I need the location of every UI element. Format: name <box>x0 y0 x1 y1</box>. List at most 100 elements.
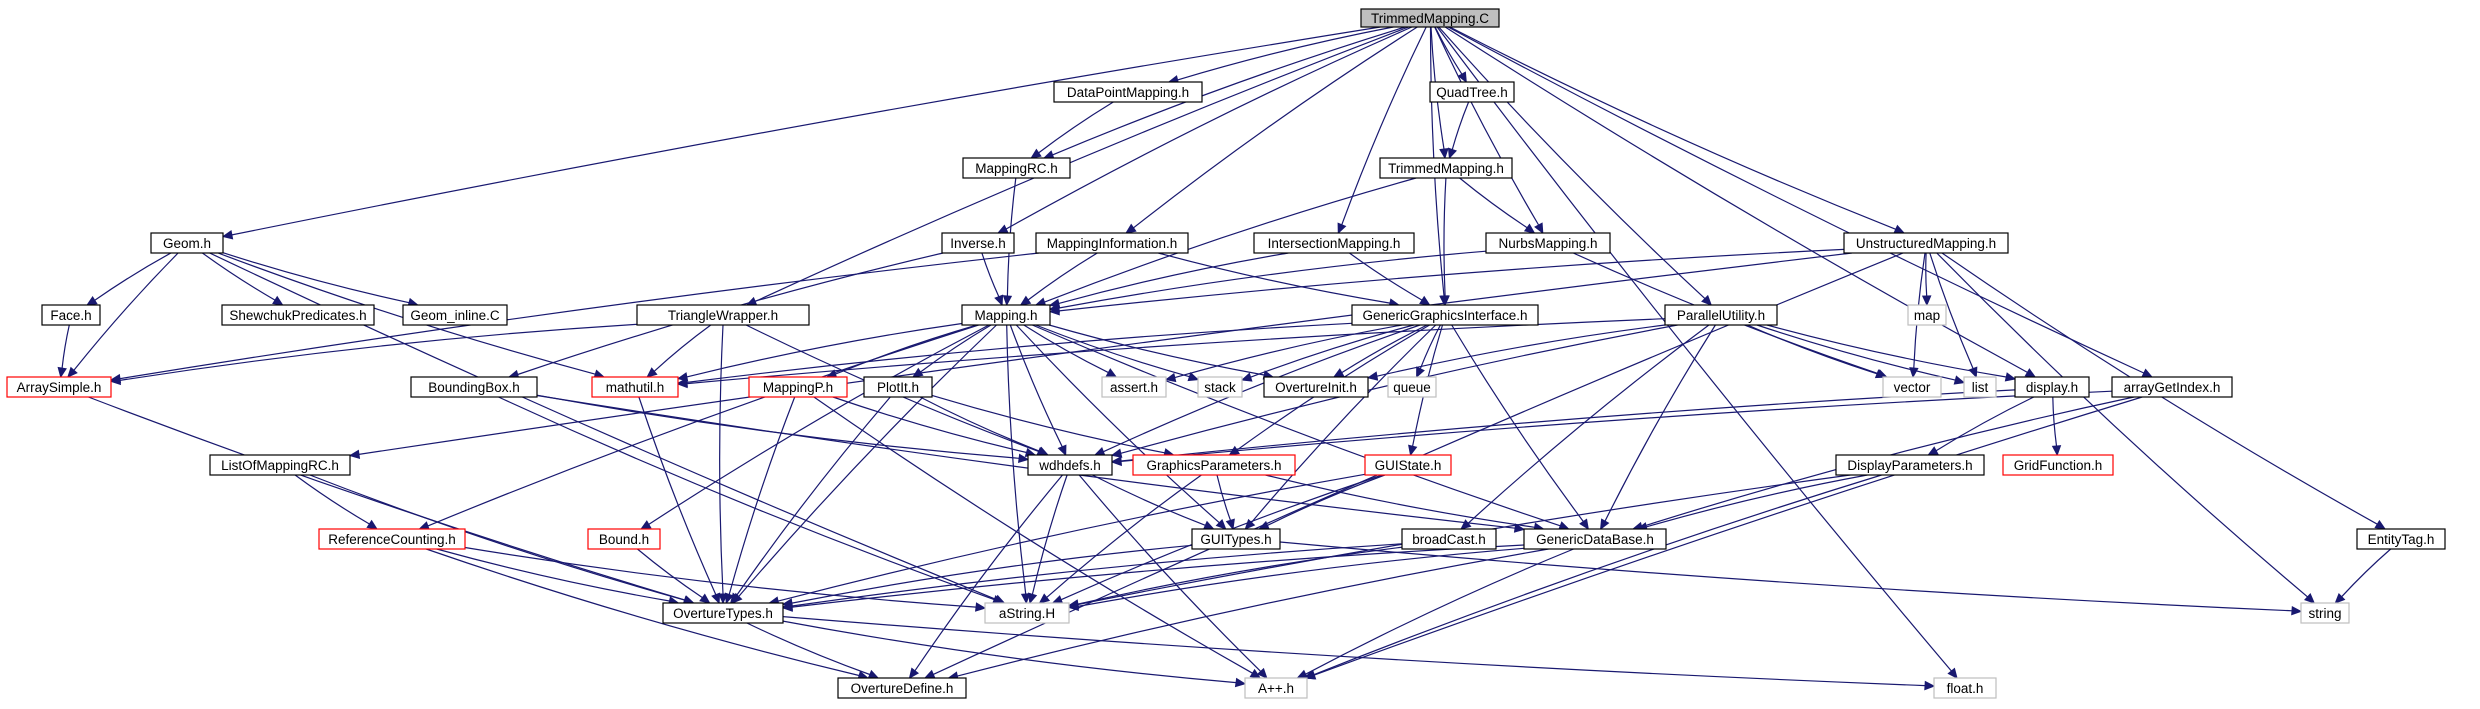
edge-mapping_h-to-referencecounting_h <box>418 324 979 531</box>
node-gridfunction-h[interactable]: GridFunction.h <box>2002 454 2114 476</box>
node-mappinginformation-h[interactable]: MappingInformation.h <box>1035 232 1189 254</box>
node-label: ShewchukPredicates.h <box>229 308 366 323</box>
node-label: GridFunction.h <box>2014 458 2103 473</box>
node-mappingrc-h[interactable]: MappingRC.h <box>962 157 1071 179</box>
node-trianglewrapper-h[interactable]: TriangleWrapper.h <box>636 304 810 326</box>
node-nurbsmapping-h[interactable]: NurbsMapping.h <box>1485 232 1611 254</box>
edge-mapping_h-to-bound_h <box>640 324 990 530</box>
node-label: DataPointMapping.h <box>1067 85 1189 100</box>
node-label: NurbsMapping.h <box>1498 236 1597 251</box>
edge-ggi_h-to-guitypes_h <box>1244 324 1437 530</box>
edge-guitypes_h-to-string <box>1279 541 2303 616</box>
node-label: MappingInformation.h <box>1047 236 1178 251</box>
node-queue: queue <box>1387 376 1437 398</box>
node-label: TrimmedMapping.C <box>1371 11 1489 26</box>
node-entitytag-h[interactable]: EntityTag.h <box>2356 528 2446 550</box>
node-label: ListOfMappingRC.h <box>221 458 339 473</box>
edge-arraygetindex_h-to-wdhdefs_h <box>1110 390 2113 467</box>
node-shewchuk-h[interactable]: ShewchukPredicates.h <box>221 304 375 326</box>
node-broadcast-h[interactable]: broadCast.h <box>1401 528 1497 550</box>
node-label: QuadTree.h <box>1436 85 1508 100</box>
node-label: Inverse.h <box>950 236 1006 251</box>
node-wdhdefs-h[interactable]: wdhdefs.h <box>1027 454 1113 476</box>
node-label: BoundingBox.h <box>428 380 520 395</box>
node-referencecounting-h[interactable]: ReferenceCounting.h <box>318 528 466 550</box>
node-overturedefine-h[interactable]: OvertureDefine.h <box>837 677 967 699</box>
node-genericdatabase-h[interactable]: GenericDataBase.h <box>1523 528 1667 550</box>
node-label: wdhdefs.h <box>1038 458 1101 473</box>
node-intersectionmapping-h[interactable]: IntersectionMapping.h <box>1253 232 1415 254</box>
node-trimmed-c[interactable]: TrimmedMapping.C <box>1360 8 1500 28</box>
edge-overturetypes_h-to-float_h <box>782 616 1936 691</box>
node-boundingbox-h[interactable]: BoundingBox.h <box>410 376 538 398</box>
node-bound-h[interactable]: Bound.h <box>587 528 661 550</box>
edge-unstructuredmapping_h-to-string <box>1936 252 2316 604</box>
node-label: assert.h <box>1110 380 1158 395</box>
edge-trimmed_c-to-nurbsmapping_h <box>1434 26 1544 235</box>
edge-graphicsparameters_h-to-genericdatabase_h <box>1265 474 1545 532</box>
node-overturetypes-h[interactable]: OvertureTypes.h <box>662 602 784 624</box>
node-graphicsparameters-h[interactable]: GraphicsParameters.h <box>1132 454 1296 476</box>
node-label: GenericDataBase.h <box>1536 532 1654 547</box>
node-trimmedmapping-h[interactable]: TrimmedMapping.h <box>1379 157 1513 179</box>
node-arraysimple-h[interactable]: ArraySimple.h <box>6 376 112 398</box>
edge-referencecounting_h-to-overturetypes_h <box>436 548 680 606</box>
edge-geom_h-to-geom_inline_c <box>222 252 419 308</box>
edge-mathutil_h-to-overturetypes_h <box>638 396 721 605</box>
edge-displayparameters_h-to-appp_h <box>1303 474 1882 680</box>
node-geom-h[interactable]: Geom.h <box>150 232 224 254</box>
edge-trimmed_c-to-geom_h <box>221 26 1381 240</box>
node-geom-inline-c[interactable]: Geom_inline.C <box>402 304 508 326</box>
node-guistate-h[interactable]: GUIState.h <box>1364 454 1452 476</box>
edge-unstructuredmapping_h-to-listofmappingrc_h <box>348 252 1852 459</box>
node-plotit-h[interactable]: PlotIt.h <box>863 376 933 398</box>
node-label: MappingP.h <box>763 380 833 395</box>
edge-ggi_h-to-queue <box>1416 324 1441 379</box>
node-label: aString.H <box>999 606 1055 621</box>
node-label: stack <box>1204 380 1236 395</box>
node-listofmappingrc-h[interactable]: ListOfMappingRC.h <box>209 454 351 476</box>
edge-ggi_h-to-stack <box>1240 324 1414 382</box>
edge-trimmed_c-to-trianglewrapper_h <box>745 26 1409 306</box>
node-datapointmapping-h[interactable]: DataPointMapping.h <box>1053 81 1203 103</box>
node-mappingp-h[interactable]: MappingP.h <box>748 376 848 398</box>
node-parallelutility-h[interactable]: ParallelUtility.h <box>1664 304 1778 326</box>
edge-mappingp_h-to-wdhdefs_h <box>832 396 1037 458</box>
edge-plotit_h-to-overturetypes_h <box>729 396 891 604</box>
node-display-h[interactable]: display.h <box>2014 376 2090 398</box>
node-overtureinit-h[interactable]: OvertureInit.h <box>1263 376 1369 398</box>
node-label: mathutil.h <box>606 380 665 395</box>
edge-overturetypes_h-to-overturedefine_h <box>746 622 880 679</box>
node-label: A++.h <box>1258 681 1294 696</box>
node-label: broadCast.h <box>1412 532 1486 547</box>
node-quadtree-h[interactable]: QuadTree.h <box>1429 81 1515 103</box>
edge-display_h-to-wdhdefs_h <box>1110 389 2016 466</box>
edge-geom_h-to-arraysimple_h <box>67 252 179 378</box>
node-arraygetindex-h[interactable]: arrayGetIndex.h <box>2111 376 2233 398</box>
node-unstructuredmapping-h[interactable]: UnstructuredMapping.h <box>1843 232 2009 254</box>
node-label: ParallelUtility.h <box>1677 308 1765 323</box>
edge-trimmed_c-to-display_h <box>1444 26 2037 378</box>
edge-wdhdefs_h-to-appp_h <box>1078 474 1268 679</box>
node-inverse-h[interactable]: Inverse.h <box>941 232 1015 254</box>
node-label: IntersectionMapping.h <box>1268 236 1401 251</box>
node-mathutil-h[interactable]: mathutil.h <box>591 376 679 398</box>
node-list: list <box>1963 376 1997 398</box>
node-displayparameters-h[interactable]: DisplayParameters.h <box>1835 454 1985 476</box>
edge-mapping_h-to-plotit_h <box>911 324 992 378</box>
node-float-h: float.h <box>1933 677 1997 699</box>
node-mapping-h[interactable]: Mapping.h <box>961 304 1051 326</box>
node-label: arrayGetIndex.h <box>2124 380 2221 395</box>
node-face-h[interactable]: Face.h <box>41 304 101 326</box>
node-guitypes-h[interactable]: GUITypes.h <box>1191 528 1281 550</box>
edge-mapping_h-to-assert_h <box>1023 324 1118 378</box>
node-label: vector <box>1894 380 1931 395</box>
edge-genericdatabase_h-to-astring_h <box>1067 547 1525 611</box>
node-assert-h: assert.h <box>1101 376 1167 398</box>
node-label: Face.h <box>50 308 91 323</box>
node-ggi-h[interactable]: GenericGraphicsInterface.h <box>1351 304 1539 326</box>
edge-unstructuredmapping_h-to-map <box>1921 252 1932 307</box>
node-label: Mapping.h <box>974 308 1037 323</box>
edge-unstructuredmapping_h-to-mapping_h <box>1048 248 1845 316</box>
edge-mapping_h-to-mathutil_h <box>676 322 963 382</box>
